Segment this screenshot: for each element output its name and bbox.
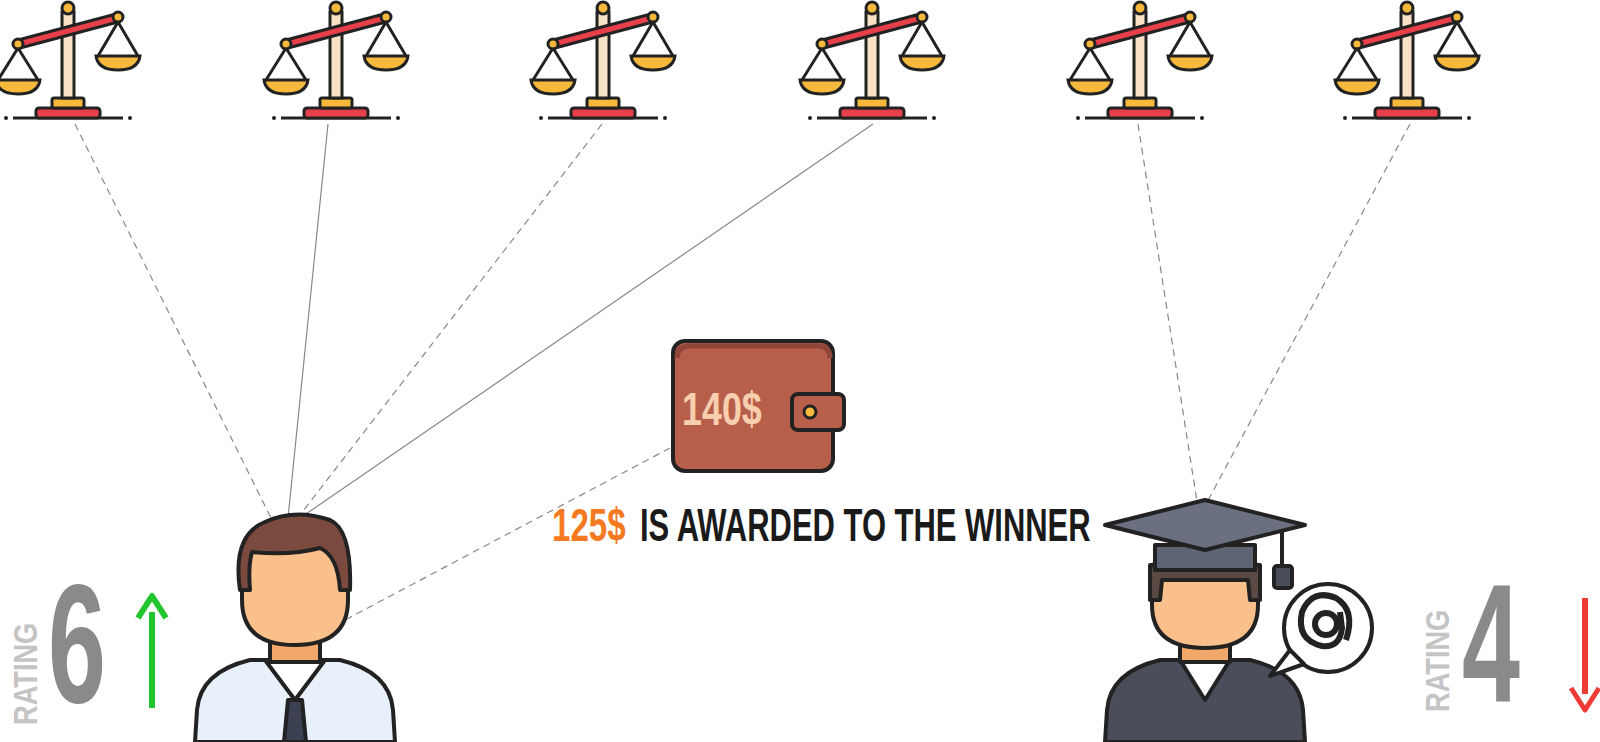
- prize-amount: 125$: [552, 502, 626, 548]
- rating-caption: RATING: [8, 623, 42, 725]
- rating-arrow: [138, 596, 1599, 710]
- rating-value: 4: [1462, 560, 1520, 728]
- scale-icon: [1335, 2, 1479, 120]
- scale-icon: [531, 2, 675, 120]
- scale-icon: [264, 2, 408, 120]
- rating-caption: RATING: [1420, 610, 1454, 712]
- graduate-icon: [1105, 500, 1372, 742]
- award-text: IS AWARDED TO THE WINNER: [640, 502, 1091, 548]
- person-icon: [195, 514, 395, 742]
- wallet: 140$: [670, 338, 848, 476]
- scale-icon: [1068, 2, 1212, 120]
- scale-icon: [800, 2, 944, 120]
- scale-icon: [0, 2, 140, 120]
- wallet-amount: 140$: [682, 382, 762, 436]
- rating-value: 6: [48, 560, 106, 728]
